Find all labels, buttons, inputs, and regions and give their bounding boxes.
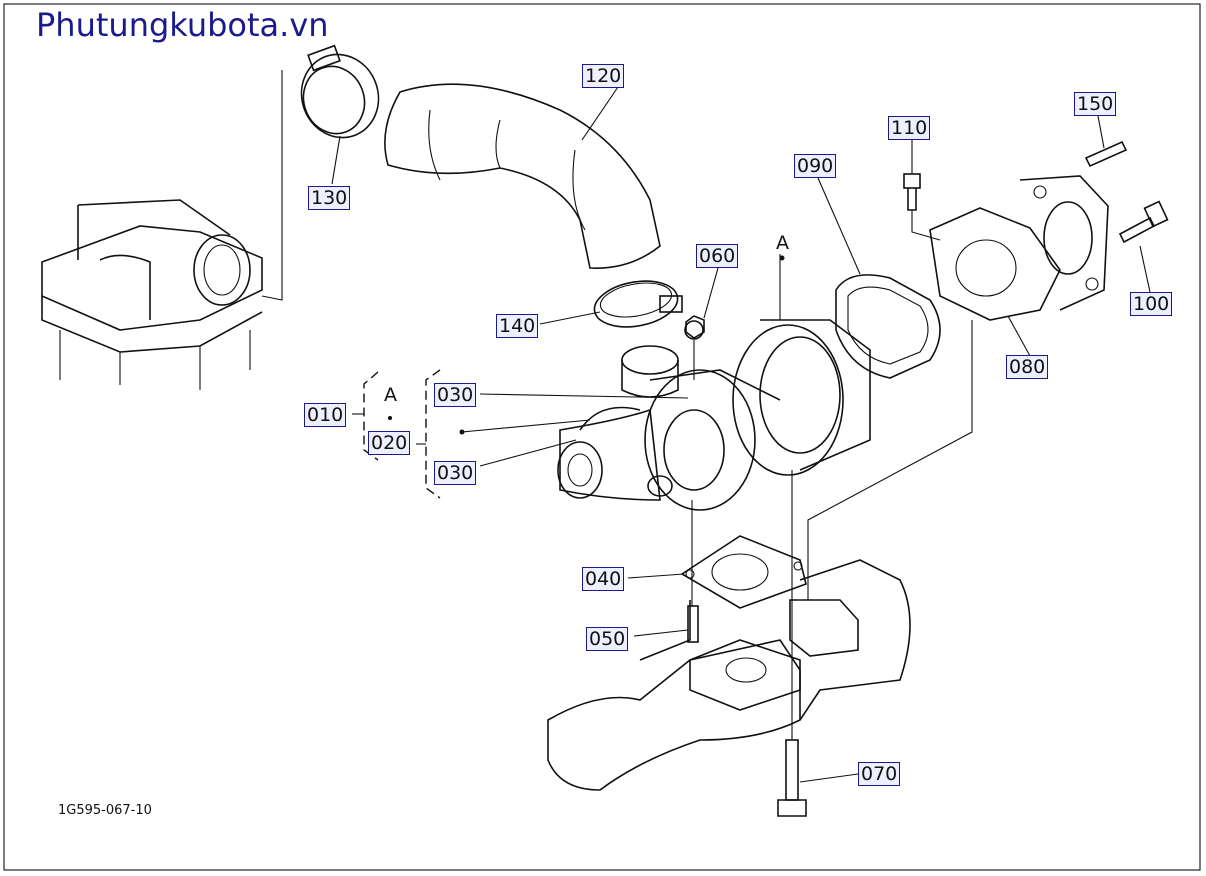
- leader-070: [799, 773, 859, 783]
- callout-100[interactable]: 100: [1130, 292, 1173, 316]
- leader-130-block: [261, 70, 283, 301]
- site-watermark: Phutungkubota.vn: [36, 6, 329, 44]
- reference-letter-a: A: [776, 232, 789, 254]
- leader-030b: [479, 439, 577, 467]
- callout-110[interactable]: 110: [888, 116, 931, 140]
- bolt-070: [777, 739, 807, 817]
- callout-080[interactable]: 080: [1006, 355, 1049, 379]
- callout-010[interactable]: 010: [304, 403, 347, 427]
- align-line-elbow: [807, 320, 973, 600]
- leader-090: [817, 177, 861, 275]
- elbow-080: [929, 175, 1109, 321]
- leader-020: [461, 419, 591, 433]
- callout-150[interactable]: 150: [1074, 92, 1117, 116]
- bracket-030: [425, 369, 441, 499]
- stud-050: [687, 605, 699, 643]
- point-a: [779, 255, 785, 261]
- leader-150: [1097, 115, 1105, 149]
- bolt-100: [1118, 200, 1169, 244]
- callout-120[interactable]: 120: [582, 64, 625, 88]
- gasket-090: [835, 274, 941, 379]
- callout-060[interactable]: 060: [696, 244, 739, 268]
- callout-030-lower[interactable]: 030: [434, 461, 477, 485]
- leader-130: [331, 135, 341, 185]
- leader-040: [627, 573, 685, 579]
- leader-100: [1139, 245, 1151, 293]
- callout-130[interactable]: 130: [308, 186, 351, 210]
- leader-030a: [479, 393, 689, 399]
- stud-150: [1084, 140, 1128, 168]
- callout-030-upper[interactable]: 030: [434, 383, 477, 407]
- callout-040[interactable]: 040: [582, 567, 625, 591]
- callout-050[interactable]: 050: [586, 627, 629, 651]
- gasket-040: [680, 535, 807, 609]
- intake-hose-120: [384, 83, 661, 269]
- callout-070[interactable]: 070: [858, 762, 901, 786]
- callout-020[interactable]: 020: [368, 431, 411, 455]
- leader-140: [539, 311, 601, 325]
- leader-060: [703, 267, 719, 319]
- callout-090[interactable]: 090: [794, 154, 837, 178]
- engine-block-outline: [41, 199, 263, 390]
- exhaust-manifold: [547, 559, 911, 791]
- page-border: [3, 3, 1201, 871]
- bolt-110: [903, 173, 941, 241]
- nut-060: [685, 315, 705, 339]
- hose-clamp-140: [593, 280, 683, 328]
- bracket-letter-a: A: [384, 384, 397, 406]
- callout-140[interactable]: 140: [496, 314, 539, 338]
- hose-clamp-130: [300, 44, 380, 139]
- leader-080: [1007, 315, 1031, 357]
- drawing-number: 1G595-067-10: [58, 803, 152, 818]
- leader-050: [633, 629, 689, 637]
- leader-120: [581, 83, 621, 141]
- turbocharger: [557, 319, 871, 511]
